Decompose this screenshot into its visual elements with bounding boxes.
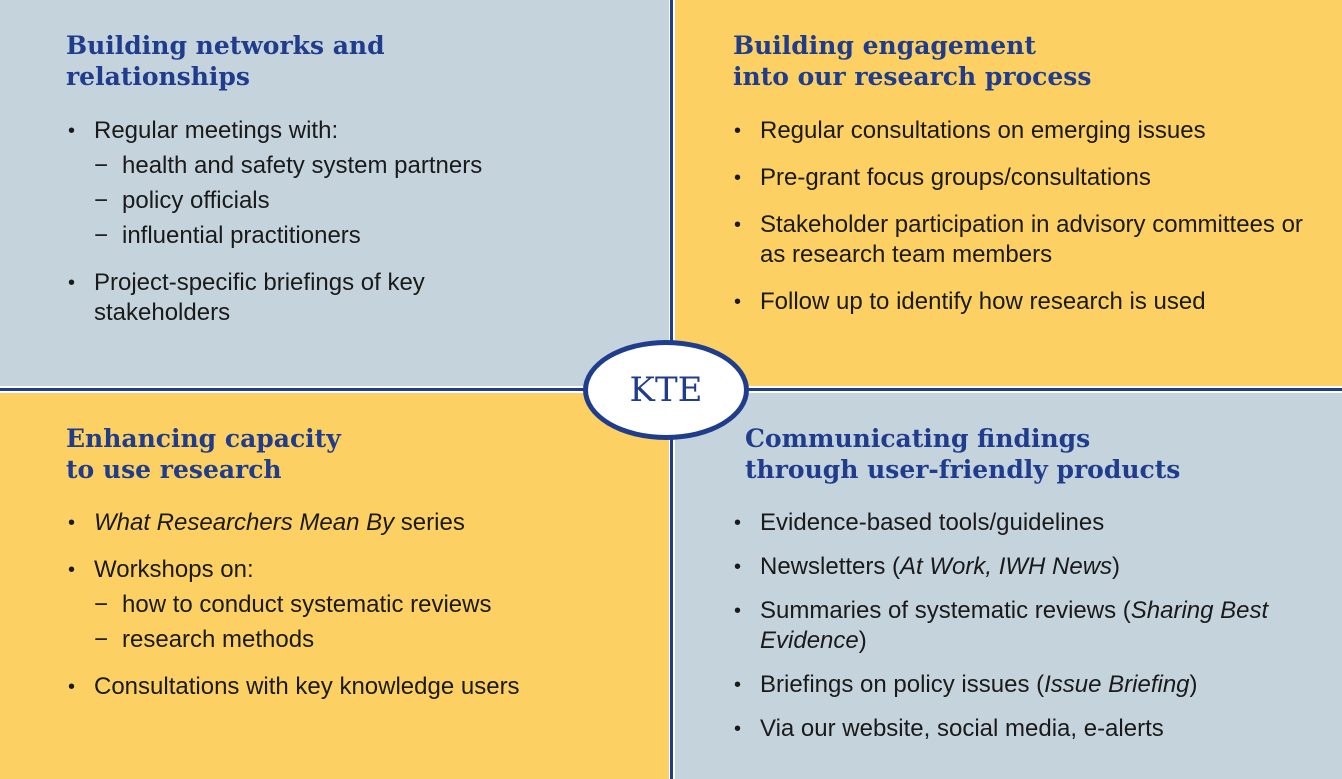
heading-building-engagement: Building engagement into our research pr…	[733, 30, 1091, 92]
heading-line: Building networks and	[66, 31, 385, 60]
list-item: Via our website, social media, e-alerts	[732, 714, 1322, 744]
sub-list-item: health and safety system partners	[94, 151, 626, 181]
publication-title: Issue Briefing	[1044, 671, 1190, 698]
list-item: Project-specific briefings of key stakeh…	[66, 268, 514, 328]
panel-building-engagement	[675, 0, 1342, 386]
list-item-text: Summaries of systematic reviews (	[760, 597, 1131, 624]
sub-list-item: policy officials	[94, 186, 626, 216]
list-item: Summaries of systematic reviews (Sharing…	[732, 596, 1315, 656]
list-item: Briefings on policy issues (Issue Briefi…	[732, 670, 1322, 700]
heading-line: through user-friendly products	[745, 455, 1181, 484]
list-communicating-findings: Evidence-based tools/guidelines Newslett…	[732, 508, 1322, 758]
heading-line: Building engagement	[733, 31, 1036, 60]
list-item: Consultations with key knowledge users	[66, 672, 646, 702]
heading-line: Communicating findings	[745, 424, 1091, 453]
list-item: Evidence-based tools/guidelines	[732, 508, 1322, 538]
heading-line: into our research process	[733, 62, 1092, 91]
sub-list-item: research methods	[94, 625, 646, 655]
list-item-text: Regular meetings with:	[94, 117, 339, 144]
heading-enhancing-capacity: Enhancing capacity to use research	[66, 423, 341, 485]
list-item-text: Workshops on:	[94, 556, 254, 583]
list-building-networks: Regular meetings with: health and safety…	[66, 116, 626, 345]
heading-line: relationships	[66, 62, 250, 91]
heading-building-networks: Building networks and relationships	[66, 30, 385, 92]
series-title: What Researchers Mean By	[94, 509, 395, 536]
list-item: Regular consultations on emerging issues	[732, 116, 1322, 146]
list-item-text: )	[1112, 553, 1121, 580]
kte-center-oval: KTE	[583, 340, 749, 440]
sub-list: health and safety system partners policy…	[94, 151, 626, 251]
publication-title: Sharing Best Evidence	[760, 597, 1269, 654]
list-item: Newsletters (At Work, IWH News)	[732, 552, 1322, 582]
list-item: Stakeholder participation in advisory co…	[732, 210, 1305, 270]
heading-line: Enhancing capacity	[66, 424, 341, 453]
list-item-text: )	[1189, 671, 1198, 698]
kte-label: KTE	[629, 370, 703, 410]
sub-list-item: how to conduct systematic reviews	[94, 590, 646, 620]
heading-communicating-findings: Communicating findings through user-frie…	[745, 423, 1180, 485]
list-item: Pre-grant focus groups/consultations	[732, 163, 1322, 193]
sub-list: how to conduct systematic reviews resear…	[94, 590, 646, 655]
newsletter-titles: At Work, IWH News	[900, 553, 1113, 580]
list-item-text: Project-specific briefings of key stakeh…	[94, 269, 425, 326]
list-item-text: Newsletters (	[760, 553, 901, 580]
list-item: What Researchers Mean By series	[66, 508, 646, 538]
list-enhancing-capacity: What Researchers Mean By series Workshop…	[66, 508, 646, 719]
list-item-text: series	[394, 509, 465, 536]
list-building-engagement: Regular consultations on emerging issues…	[732, 116, 1322, 334]
list-item-text: )	[858, 627, 867, 654]
heading-line: to use research	[66, 455, 282, 484]
sub-list-item: influential practitioners	[94, 221, 626, 251]
list-item: Regular meetings with: health and safety…	[66, 116, 626, 251]
list-item-text: Briefings on policy issues (	[760, 671, 1045, 698]
list-item: Follow up to identify how research is us…	[732, 287, 1322, 317]
list-item: Workshops on: how to conduct systematic …	[66, 555, 646, 655]
